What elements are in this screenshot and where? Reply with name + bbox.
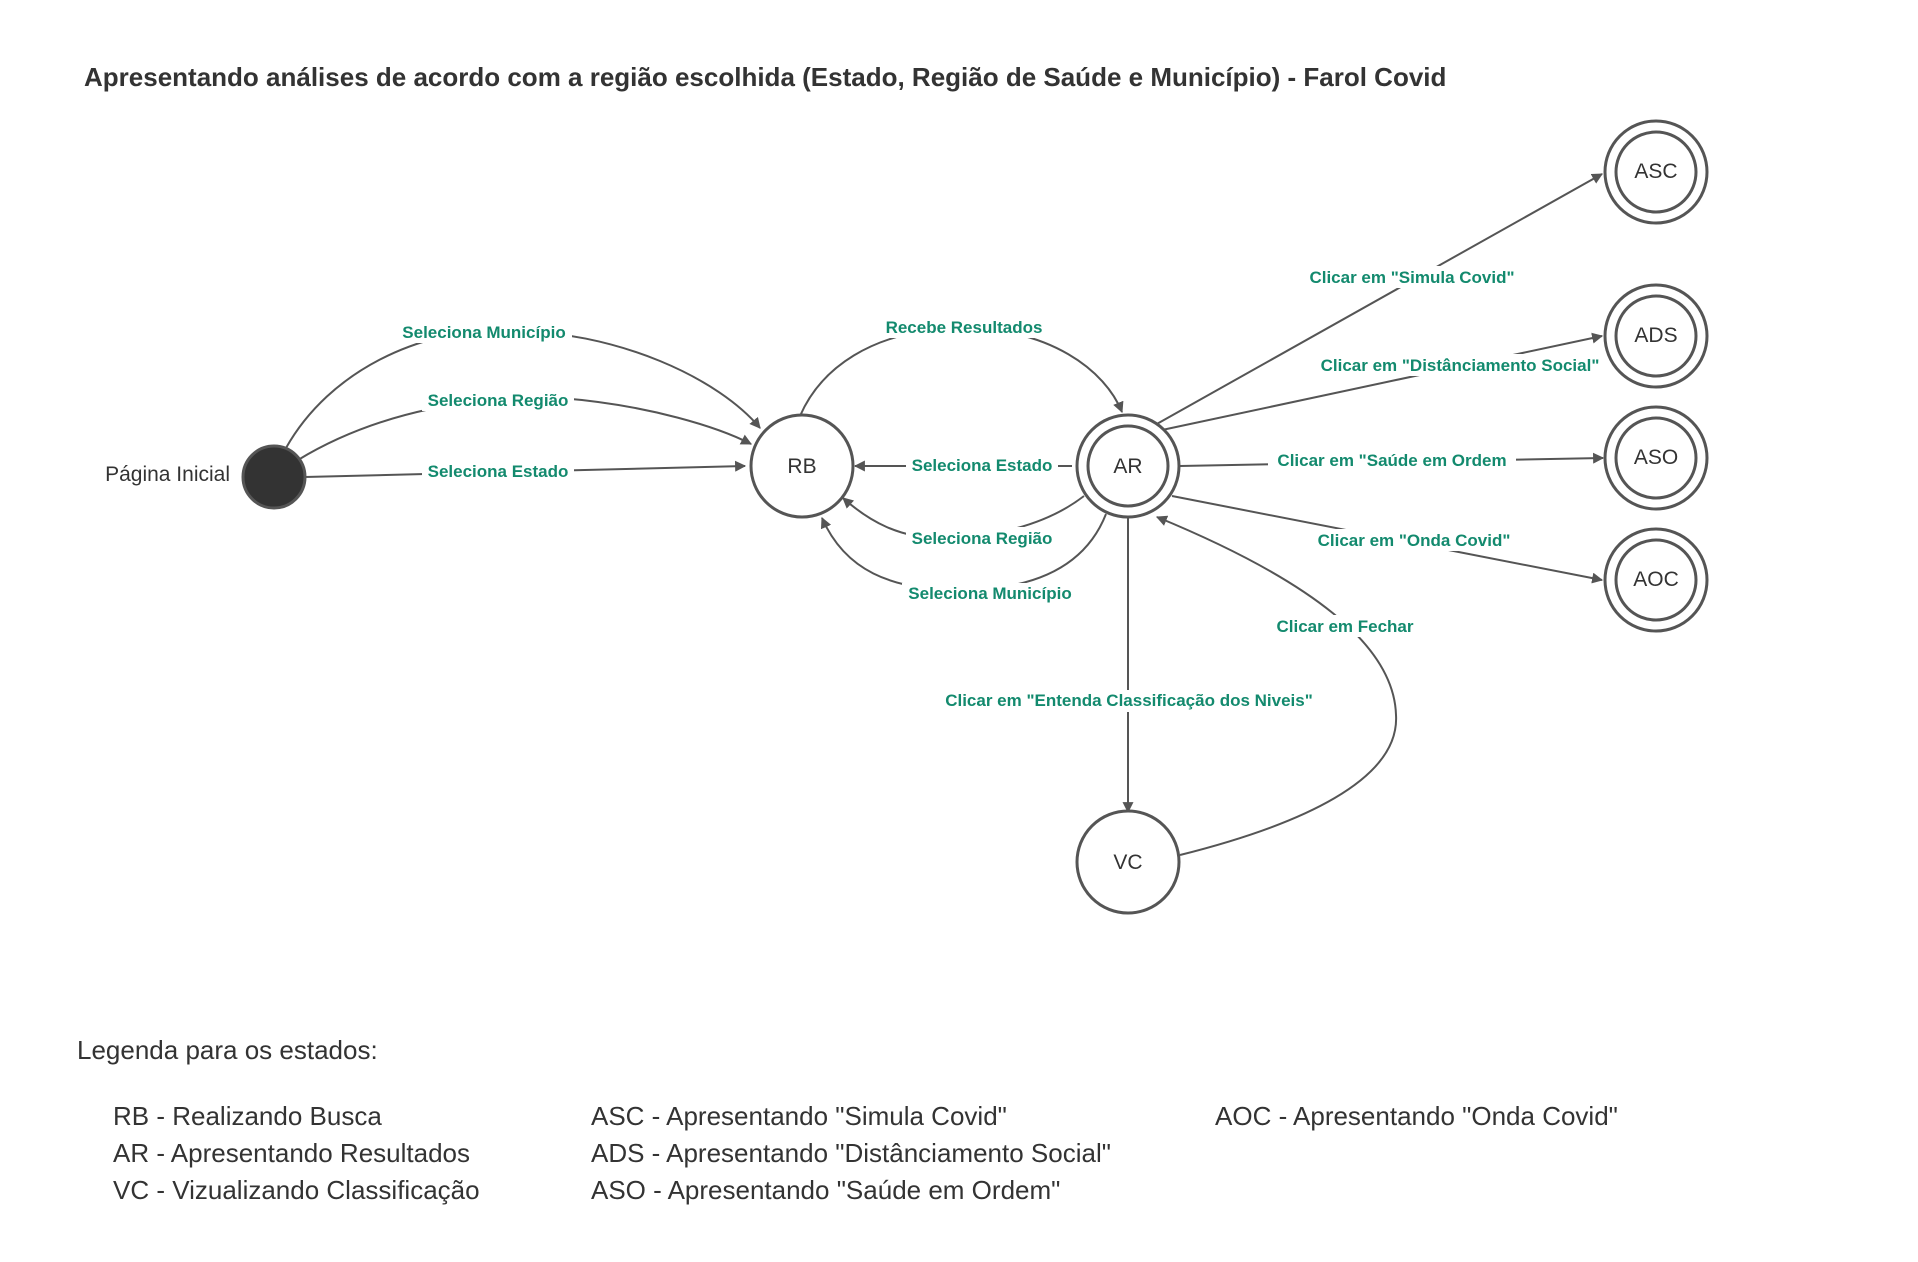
legend-item: VC - Vizualizando Classificação xyxy=(113,1175,480,1205)
label-start-rb-municipio: Seleciona Município xyxy=(402,323,565,342)
edge-label-backgrounds xyxy=(396,266,1606,712)
label-ar-rb-regiao: Seleciona Região xyxy=(912,529,1053,548)
label-start-rb-estado: Seleciona Estado xyxy=(428,462,569,481)
legend-item: AOC - Apresentando "Onda Covid" xyxy=(1215,1101,1618,1131)
start-state-dot xyxy=(241,444,307,510)
legend: Legenda para os estados: RB - Realizando… xyxy=(77,1035,1618,1205)
legend-item: RB - Realizando Busca xyxy=(113,1101,382,1131)
state-aso-label: ASO xyxy=(1634,446,1678,469)
label-ar-aso: Clicar em "Saúde em Ordem xyxy=(1277,451,1506,470)
legend-title: Legenda para os estados: xyxy=(77,1035,378,1065)
state-aoc-label: AOC xyxy=(1633,568,1679,591)
state-vc: VC xyxy=(1075,809,1181,915)
edge-vc-ar-fechar xyxy=(1155,515,1398,856)
state-rb-label: RB xyxy=(787,455,816,478)
state-ar-inner-circle xyxy=(1086,424,1170,508)
edge-rb-ar-resultados xyxy=(799,326,1124,417)
state-ar: AR xyxy=(1075,413,1181,519)
state-asc: ASC xyxy=(1603,119,1709,225)
label-ar-vc: Clicar em "Entenda Classificação dos Niv… xyxy=(945,691,1313,710)
label-ar-aoc: Clicar em "Onda Covid" xyxy=(1318,531,1511,550)
state-vc-label: VC xyxy=(1113,851,1142,874)
legend-item: ADS - Apresentando "Distânciamento Socia… xyxy=(591,1138,1111,1168)
label-start-rb-regiao: Seleciona Região xyxy=(428,391,569,410)
state-aso: ASO xyxy=(1603,405,1709,511)
state-ads-inner-circle xyxy=(1614,294,1698,378)
state-aso-inner-circle xyxy=(1614,416,1698,500)
label-ar-rb-estado: Seleciona Estado xyxy=(912,456,1053,475)
state-rb-circle xyxy=(749,413,855,519)
state-ads-label: ADS xyxy=(1634,324,1677,347)
state-vc-circle xyxy=(1075,809,1181,915)
label-ar-ads: Clicar em "Distânciamento Social" xyxy=(1321,356,1600,375)
state-rb: RB xyxy=(749,413,855,519)
diagram-title: Apresentando análises de acordo com a re… xyxy=(84,62,1446,92)
state-aoc-inner-circle xyxy=(1614,538,1698,622)
state-asc-label: ASC xyxy=(1634,160,1677,183)
legend-item: ASO - Apresentando "Saúde em Ordem" xyxy=(591,1175,1060,1205)
edge-ar-rb-municipio xyxy=(820,513,1107,592)
state-ar-label: AR xyxy=(1113,455,1142,478)
edge-ar-asc xyxy=(1154,173,1603,426)
start-node: Página Inicial xyxy=(105,444,307,510)
label-vc-ar-fechar: Clicar em Fechar xyxy=(1276,617,1413,636)
legend-item: AR - Apresentando Resultados xyxy=(113,1138,470,1168)
label-ar-rb-municipio: Seleciona Município xyxy=(908,584,1071,603)
label-rb-ar-resultados: Recebe Resultados xyxy=(886,318,1043,337)
state-asc-inner-circle xyxy=(1614,130,1698,214)
legend-item: ASC - Apresentando "Simula Covid" xyxy=(591,1101,1007,1131)
state-ads: ADS xyxy=(1603,283,1709,389)
start-state-label: Página Inicial xyxy=(105,463,230,486)
state-aoc: AOC xyxy=(1603,527,1709,633)
edge-ar-ads xyxy=(1161,332,1604,431)
edge-labels: Seleciona Município Seleciona Região Sel… xyxy=(402,268,1599,710)
label-ar-asc: Clicar em "Simula Covid" xyxy=(1309,268,1514,287)
